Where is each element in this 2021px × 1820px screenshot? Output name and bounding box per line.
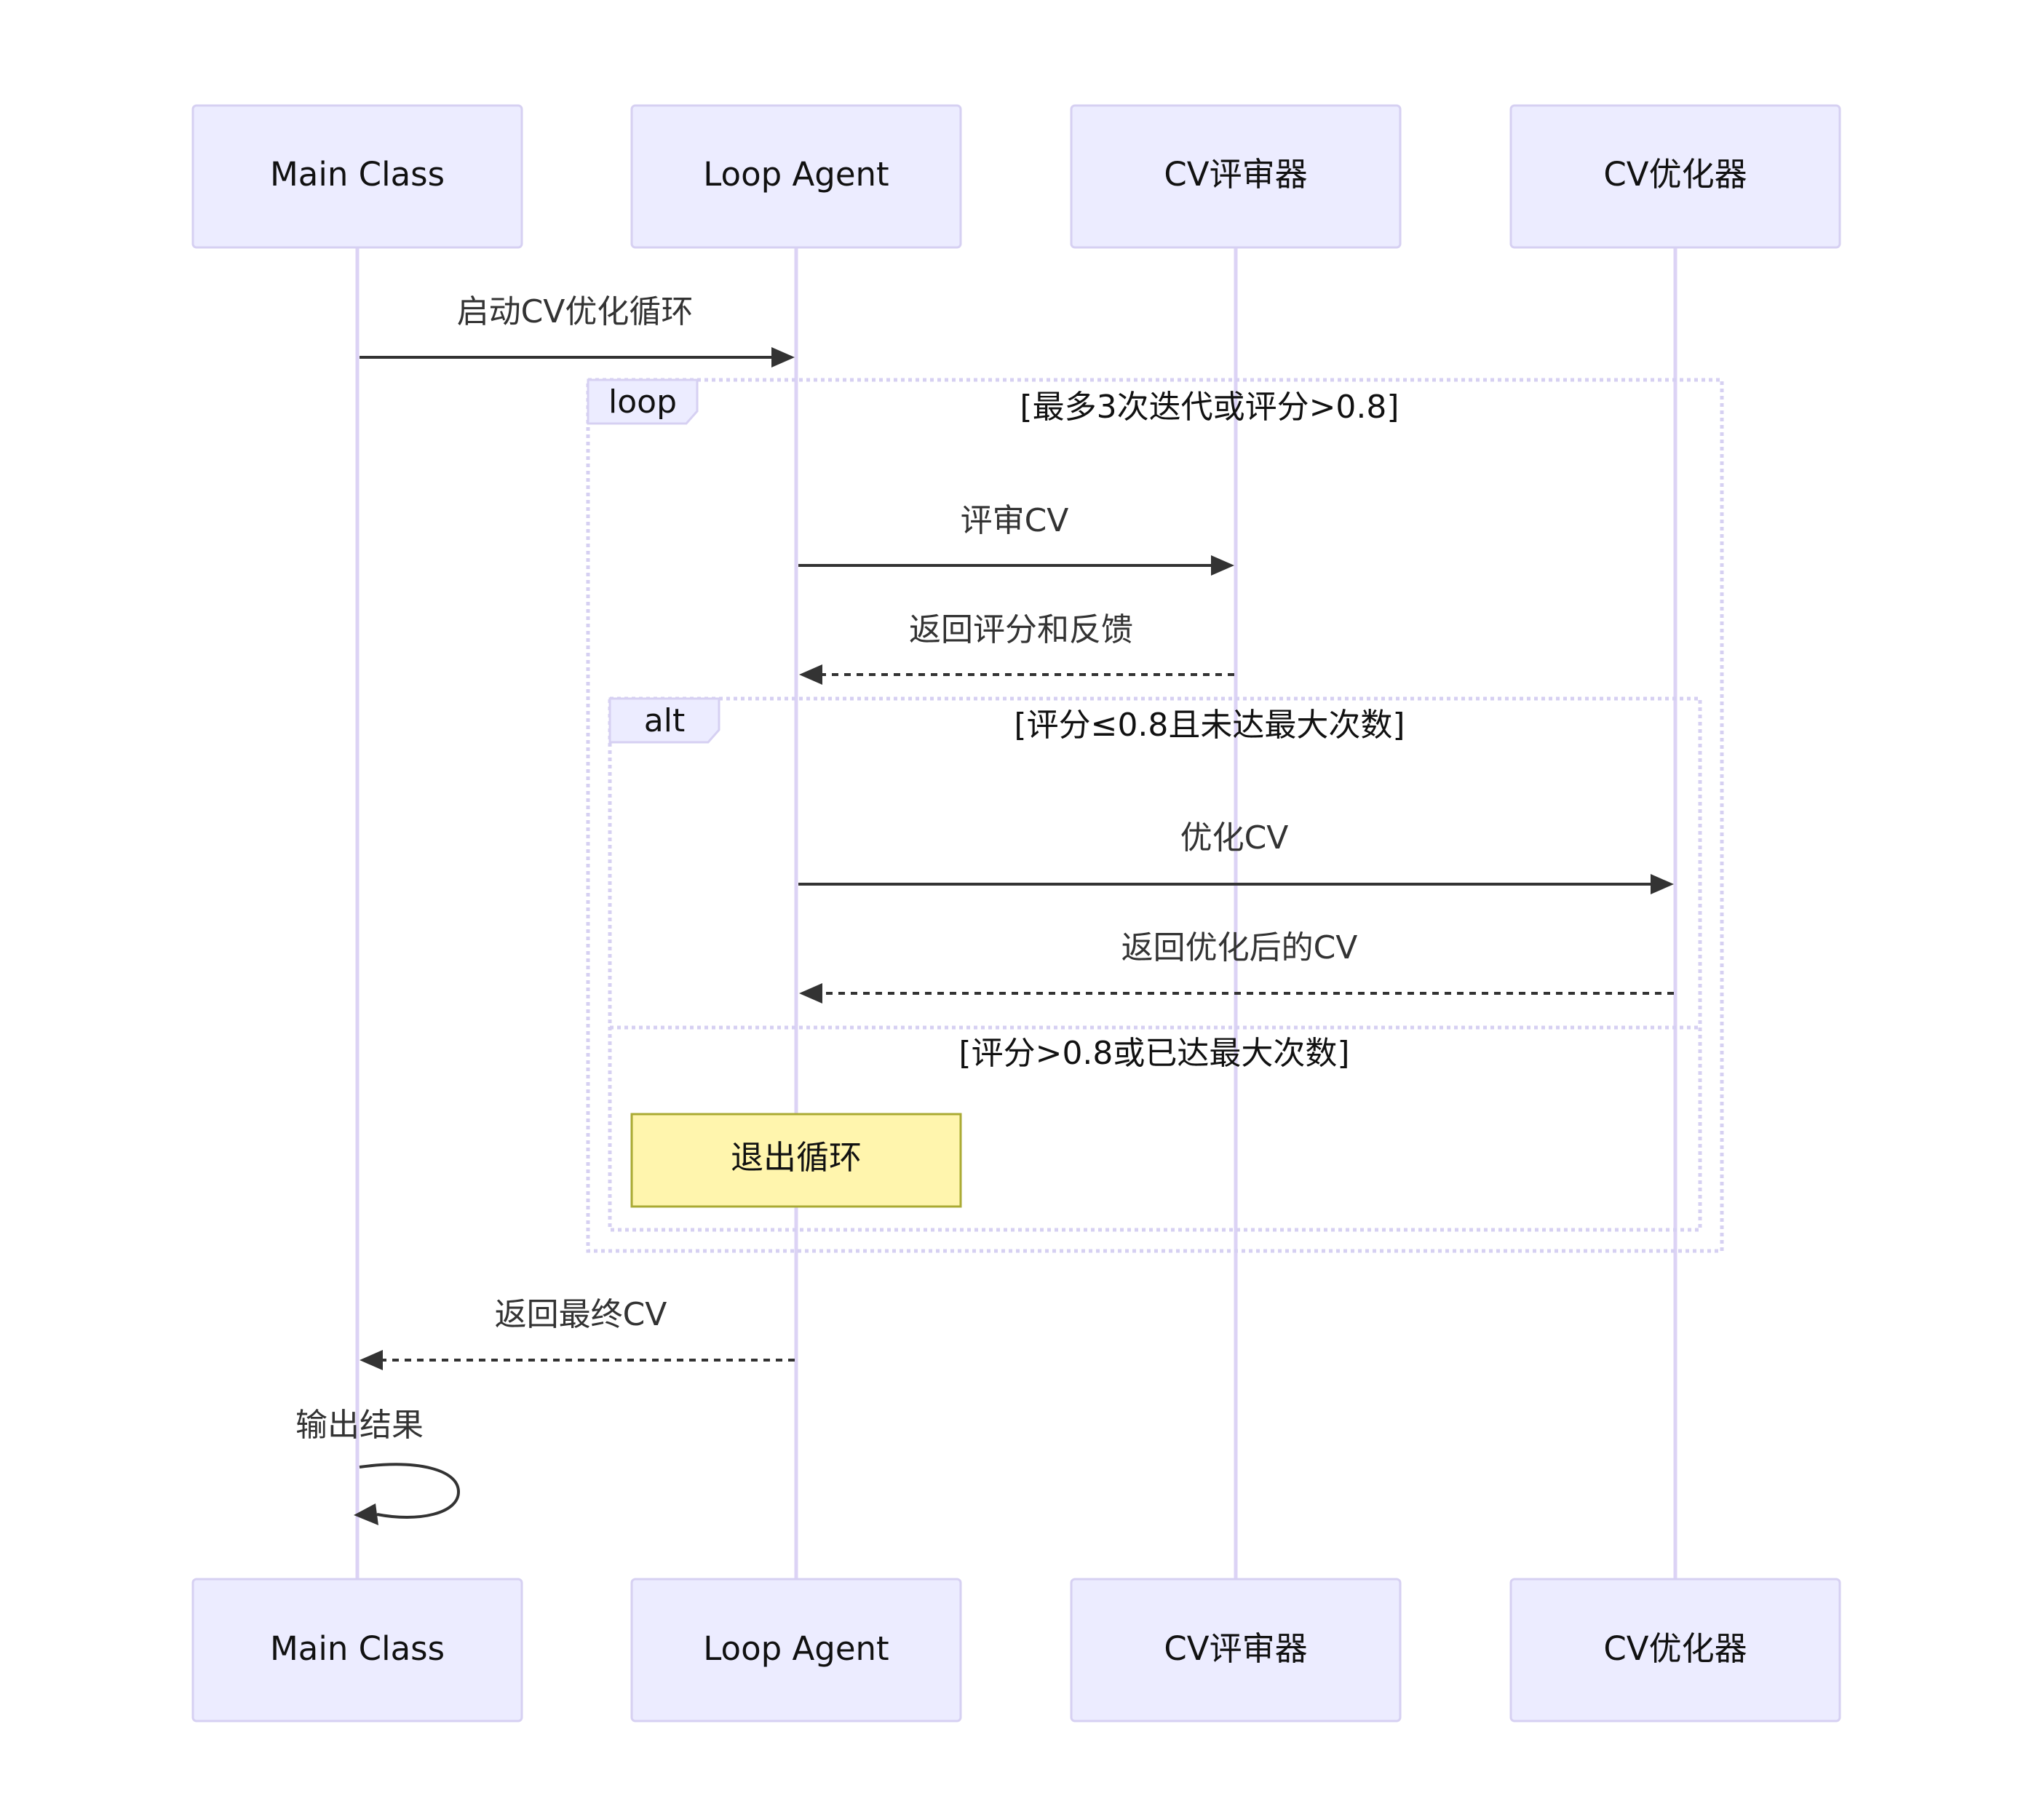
actor-label: Main Class xyxy=(270,155,445,194)
actor-label: Main Class xyxy=(270,1629,445,1668)
actor-label: CV优化器 xyxy=(1603,155,1747,194)
arrowhead xyxy=(1651,874,1674,894)
arrowhead xyxy=(1211,555,1234,576)
actor-label: Loop Agent xyxy=(703,155,889,194)
arrowhead xyxy=(354,1503,378,1525)
alt-frame: alt [评分≤0.8且未达最大次数] [评分>0.8或已达最大次数] xyxy=(608,696,1702,1232)
actor-label: Loop Agent xyxy=(703,1629,889,1668)
message-label: 优化CV xyxy=(1180,819,1289,857)
message-label: 启动CV优化循环 xyxy=(457,293,694,330)
actor-loop-agent-top: Loop Agent xyxy=(630,104,962,249)
message-label: 返回最终CV xyxy=(495,1296,667,1333)
arrowhead xyxy=(799,664,822,685)
arrowhead xyxy=(799,983,822,1004)
arrowhead xyxy=(360,1350,383,1370)
alt-condition: [评分≤0.8且未达最大次数] xyxy=(1014,707,1405,744)
alt-keyword: alt xyxy=(644,702,685,739)
actor-label: CV评审器 xyxy=(1164,1629,1307,1668)
message-optimize-cv: 优化CV xyxy=(798,819,1674,894)
message-return-final-cv: 返回最终CV xyxy=(360,1296,795,1370)
message-label: 评审CV xyxy=(961,502,1069,539)
actor-main-class-top: Main Class xyxy=(191,104,523,249)
actor-cv-optimizer-bottom: CV优化器 xyxy=(1509,1578,1841,1722)
actor-main-class-bottom: Main Class xyxy=(191,1578,523,1722)
note-text: 退出循环 xyxy=(731,1138,862,1177)
actor-label: CV优化器 xyxy=(1603,1629,1747,1668)
loop-keyword: loop xyxy=(608,384,677,421)
message-start-loop: 启动CV优化循环 xyxy=(360,293,795,367)
message-label: 返回评分和反馈 xyxy=(909,611,1133,648)
actor-cv-optimizer-top: CV优化器 xyxy=(1509,104,1841,249)
actor-loop-agent-bottom: Loop Agent xyxy=(630,1578,962,1722)
note-exit-loop: 退出循环 xyxy=(630,1113,962,1208)
message-review-cv: 评审CV xyxy=(798,502,1234,576)
message-label: 返回优化后的CV xyxy=(1121,929,1358,966)
alt-frame-tab xyxy=(608,697,720,744)
message-output-result: 输出结果 xyxy=(295,1407,461,1525)
message-label: 输出结果 xyxy=(295,1407,424,1444)
loop-condition: [最多3次迭代或评分>0.8] xyxy=(1020,389,1399,426)
actor-label: CV评审器 xyxy=(1164,155,1307,194)
loop-frame: loop [最多3次迭代或评分>0.8] xyxy=(586,378,1724,1253)
actor-cv-reviewer-bottom: CV评审器 xyxy=(1070,1578,1402,1722)
loop-frame-tab xyxy=(587,378,699,425)
message-return-optimized: 返回优化后的CV xyxy=(799,929,1674,1004)
actor-cv-reviewer-top: CV评审器 xyxy=(1070,104,1402,249)
alt-else-condition: [评分>0.8或已达最大次数] xyxy=(958,1035,1349,1072)
message-return-score: 返回评分和反馈 xyxy=(799,611,1234,685)
arrowhead xyxy=(771,347,795,367)
